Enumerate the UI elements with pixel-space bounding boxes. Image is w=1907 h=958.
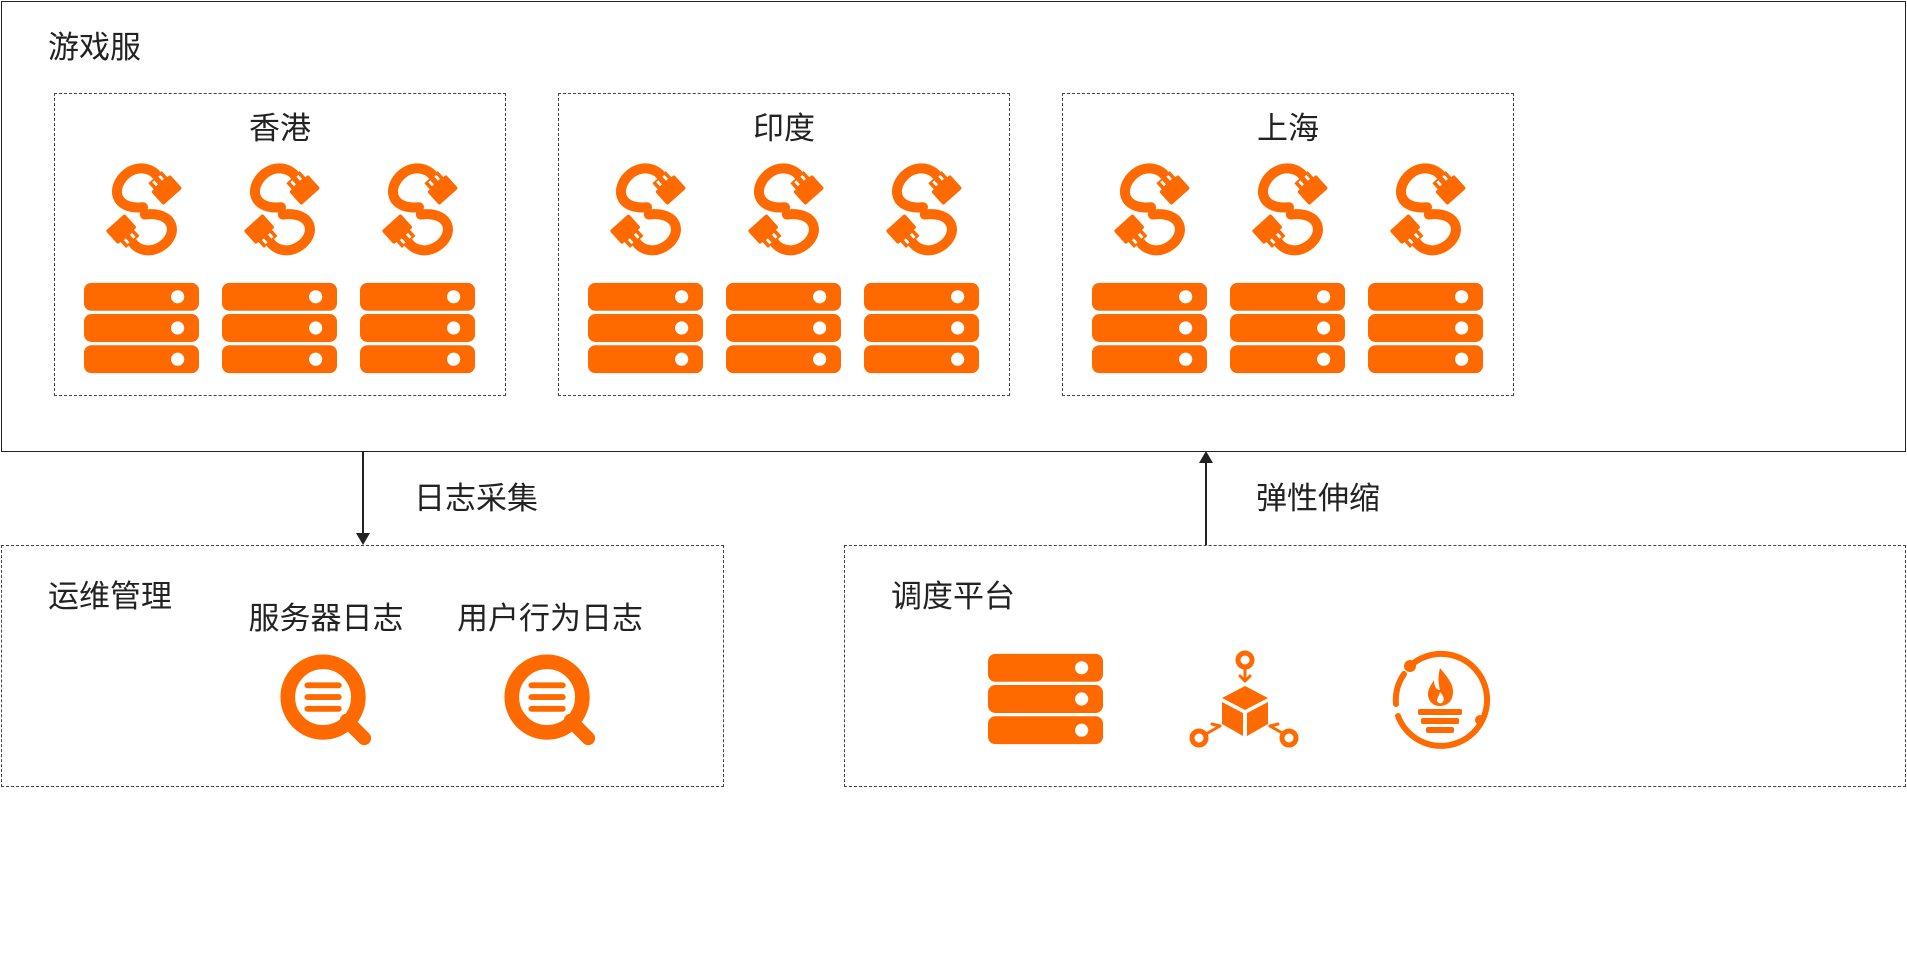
cable-icon [1096,160,1206,260]
ops-panel [1,545,724,787]
cable-icon [88,160,198,260]
server-rack-icon [360,274,475,382]
elastic-scaling-arrow-line [1205,460,1207,545]
server-rack-icon [1368,274,1483,382]
scheduler-panel [844,545,1906,787]
user-behavior-log-label: 用户行为日志 [457,601,643,637]
log-collection-label: 日志采集 [414,481,538,517]
arrow-up-icon [1199,451,1213,463]
game-server-panel [1,1,1906,452]
scheduler-title: 调度平台 [891,579,1015,615]
arrow-down-icon [356,533,370,545]
region-box-hongkong [54,93,506,396]
ops-title: 运维管理 [48,579,172,615]
server-rack-icon [726,274,841,382]
server-log-label: 服务器日志 [248,601,404,637]
server-rack-icon [1230,274,1345,382]
log-search-icon [278,652,376,750]
cable-icon [592,160,702,260]
elastic-scaling-label: 弹性伸缩 [1256,481,1380,517]
server-rack-icon [588,274,703,382]
cube-network-icon [1189,650,1299,748]
game-server-title: 游戏服 [48,30,141,66]
server-rack-icon [84,274,199,382]
server-rack-icon [864,274,979,382]
region-box-shanghai [1062,93,1514,396]
flame-monitor-icon [1392,650,1491,749]
region-title-hongkong: 香港 [249,111,311,147]
cable-icon [226,160,336,260]
cable-icon [1234,160,1344,260]
cable-icon [364,160,474,260]
server-rack-icon [222,274,337,382]
log-collection-arrow-line [362,452,364,536]
server-rack-icon [988,645,1103,753]
cable-icon [868,160,978,260]
region-title-india: 印度 [753,111,815,147]
server-rack-icon [1092,274,1207,382]
log-search-icon [502,652,600,750]
cable-icon [1372,160,1482,260]
cable-icon [730,160,840,260]
region-box-india [558,93,1010,396]
region-title-shanghai: 上海 [1257,111,1319,147]
